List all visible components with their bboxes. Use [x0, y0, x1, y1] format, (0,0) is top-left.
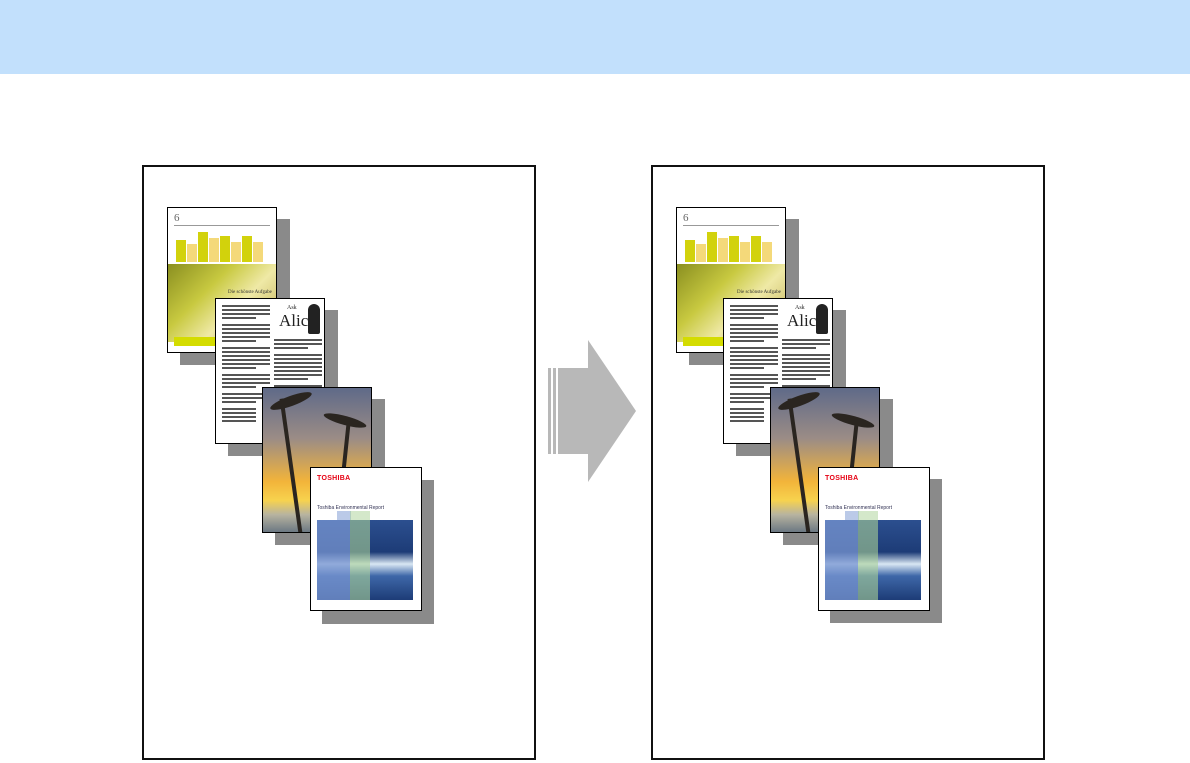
- header-band: [0, 0, 1190, 74]
- page-number: 6: [683, 212, 689, 224]
- brand-logo: TOSHIBA: [825, 475, 859, 482]
- after-panel: 6 Die schönste Aufgabe Ask Alice: [651, 165, 1045, 760]
- document-page-report: TOSHIBA Toshiba Environmental Report: [310, 467, 422, 611]
- bar-chart-thumbnail: [683, 230, 775, 262]
- page-small-title: Ask: [287, 305, 297, 311]
- right-arrow-icon: [548, 340, 636, 482]
- report-title: Toshiba Environmental Report: [825, 505, 892, 511]
- page-caption: Die schönste Aufgabe: [737, 290, 781, 295]
- brand-logo: TOSHIBA: [317, 475, 351, 482]
- page-caption: Die schönste Aufgabe: [228, 290, 272, 295]
- page-small-title: Ask: [795, 305, 805, 311]
- report-title: Toshiba Environmental Report: [317, 505, 384, 511]
- page-number: 6: [174, 212, 180, 224]
- before-panel: 6 Die schönste Aufgabe Ask Alice: [142, 165, 536, 760]
- person-silhouette-icon: [816, 304, 828, 334]
- page-title: Alice: [787, 311, 824, 330]
- bar-chart-thumbnail: [174, 230, 266, 262]
- page-title: Alice: [279, 311, 316, 330]
- document-page-report: TOSHIBA Toshiba Environmental Report: [818, 467, 930, 611]
- person-silhouette-icon: [308, 304, 320, 334]
